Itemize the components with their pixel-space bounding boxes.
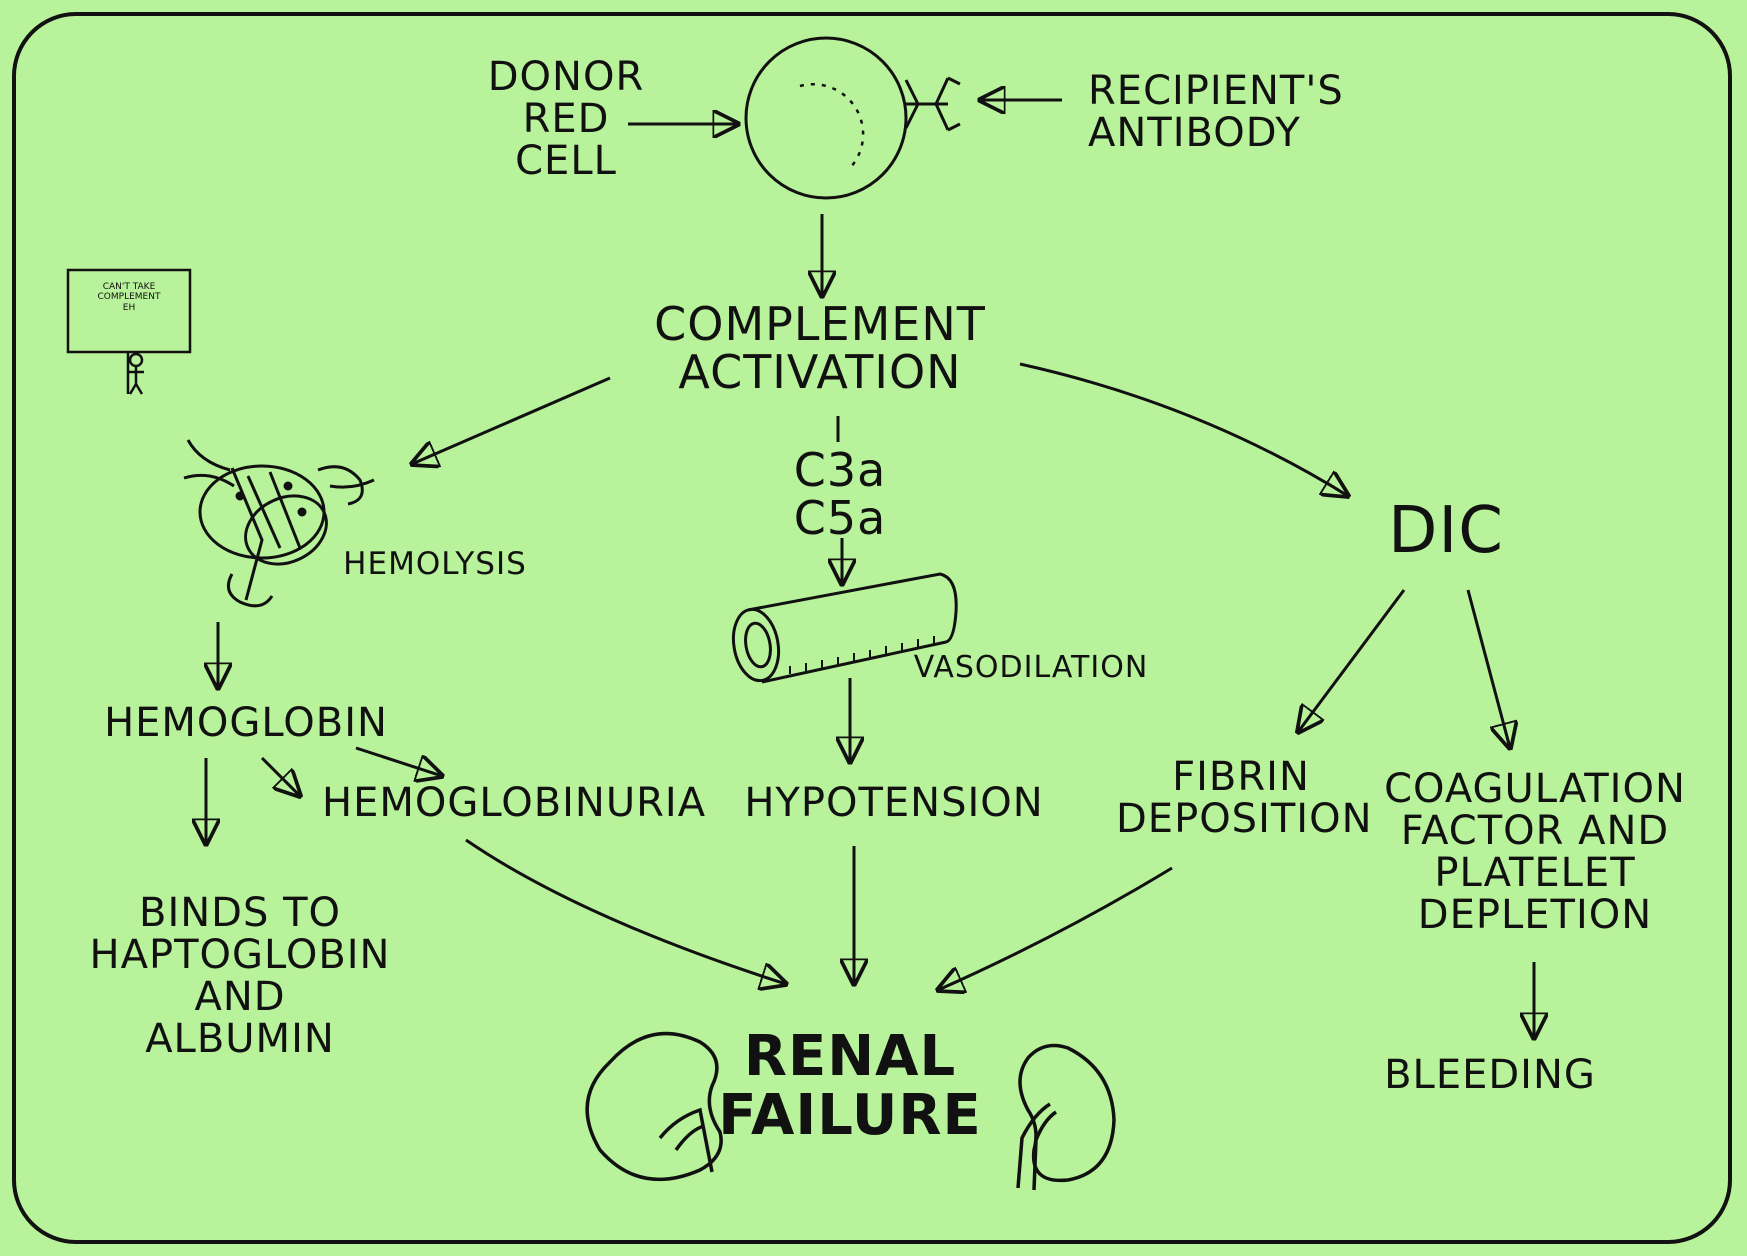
vasodilation-label: VASODILATION [913,650,1149,685]
sign-icon [66,268,192,395]
arrow-complement-to-hemolysis [412,376,611,464]
binds-to-haptoglobin-label: BINDS TO HAPTOGLOBIN AND ALBUMIN [89,890,391,1062]
red-cell-icon [744,36,908,200]
sign-label: CAN'T TAKE COMPLEMENT EH [97,282,161,313]
c3a-label: C3a [793,443,887,497]
coagulation-depletion-label: COAGULATION FACTOR AND PLATELET DEPLETIO… [1384,766,1686,938]
blood-vessel-icon [731,572,958,684]
fibrin-deposition-label: FIBRIN DEPOSITION [1116,754,1373,842]
renal-failure-label: RENAL FAILURE [718,1024,982,1148]
arrow-hemoglobin-to-hemoglobinuria-b [355,746,442,776]
hemolysis-cell-icon [183,439,375,608]
arrow-dic-to-fibrin [1298,589,1406,732]
board-border [12,12,1732,1244]
hemoglobinuria-label: HEMOGLOBINURIA [322,780,707,826]
arrow-fibrin-to-renal [938,866,1173,990]
kidney-left-icon [585,1031,723,1182]
kidney-right-icon [1016,1043,1116,1191]
antibody-icon [904,76,961,132]
arrow-hemoglobin-to-hemoglobinuria-a [260,756,300,796]
arrow-complement-to-dic [1019,362,1348,496]
hemolysis-label: HEMOLYSIS [343,546,527,582]
bleeding-label: BLEEDING [1384,1052,1596,1098]
arrow-hemoglobinuria-to-renal [465,838,786,984]
hypotension-label: HYPOTENSION [744,780,1044,826]
arrow-dic-to-coagulation [1466,589,1510,748]
hemoglobin-label: HEMOGLOBIN [104,700,388,746]
c5a-label: C5a [793,491,887,545]
dic-label: DIC [1388,494,1504,568]
recipient-antibody-label: RECIPIENT'S ANTIBODY [1088,68,1344,156]
complement-activation-label: COMPLEMENT ACTIVATION [654,297,986,400]
donor-red-cell-label: DONOR RED CELL [487,54,645,184]
